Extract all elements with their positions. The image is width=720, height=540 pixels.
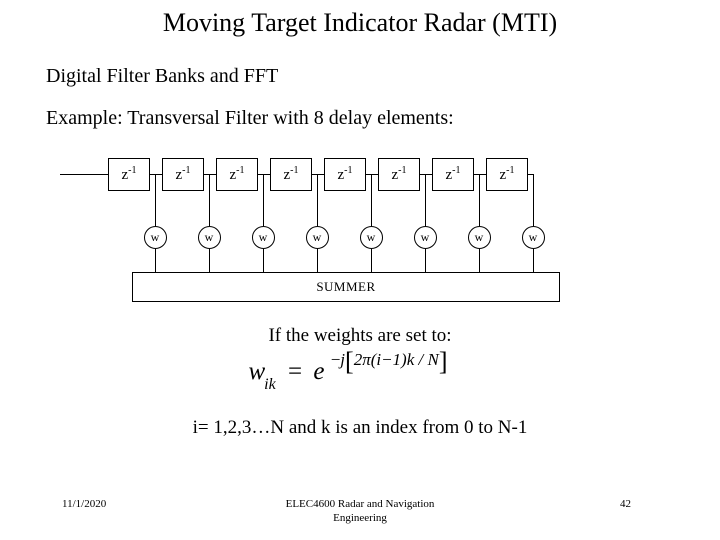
weight-multiplier-6: w <box>413 225 437 249</box>
equation-inner: wik = e −j[2π(i−1)k / N] <box>248 348 448 393</box>
delay-element-label: z-1 <box>229 165 245 184</box>
summer-block: SUMMER <box>132 272 560 302</box>
delay-element-6: z-1 <box>378 158 420 191</box>
tap-connector-6 <box>420 174 425 175</box>
tap-drop-line-2 <box>209 174 210 226</box>
tap-drop-line-7 <box>479 174 480 226</box>
tap-connector-4 <box>312 174 317 175</box>
weight-equation: wik = e −j[2π(i−1)k / N] <box>0 348 720 393</box>
tap-connector-5 <box>366 174 371 175</box>
signal-path-segment-2 <box>209 174 216 175</box>
tap-drop-line-8 <box>533 174 534 226</box>
equation-exp-body: 2π(i−1)k / N <box>353 349 439 369</box>
footer-course-line1: ELEC4600 Radar and Navigation <box>285 498 435 510</box>
delay-element-label: z-1 <box>337 165 353 184</box>
weights-intro-text: If the weights are set to: <box>268 325 452 346</box>
delay-element-label: z-1 <box>499 165 515 184</box>
weight-to-summer-line-1 <box>155 248 156 272</box>
footer-course-line2: Engineering <box>333 512 387 524</box>
tap-connector-2 <box>204 174 209 175</box>
tap-drop-line-6 <box>425 174 426 226</box>
signal-path-segment-6 <box>425 174 432 175</box>
delay-element-exponent: -1 <box>452 165 461 176</box>
equation-base: e <box>313 358 325 385</box>
weight-multiplier-1: w <box>143 225 167 249</box>
weight-to-summer-line-3 <box>263 248 264 272</box>
index-description-text: i= 1,2,3…N and k is an index from 0 to N… <box>192 417 528 438</box>
subtitle-text: Digital Filter Banks and FFT <box>46 65 279 87</box>
equation-equals: = <box>287 358 303 385</box>
delay-element-label: z-1 <box>121 165 137 184</box>
page-title: Moving Target Indicator Radar (MTI) <box>162 8 558 37</box>
delay-element-exponent: -1 <box>236 165 245 176</box>
weight-multiplier-3: w <box>251 225 275 249</box>
delay-element-exponent: -1 <box>398 165 407 176</box>
delay-element-3: z-1 <box>216 158 258 191</box>
delay-element-label: z-1 <box>175 165 191 184</box>
delay-element-5: z-1 <box>324 158 366 191</box>
signal-path-segment-7 <box>479 174 486 175</box>
equation-exponent: −j[2π(i−1)k / N] <box>330 348 448 374</box>
delay-element-8: z-1 <box>486 158 528 191</box>
delay-element-7: z-1 <box>432 158 474 191</box>
weight-multiplier-8: w <box>521 225 545 249</box>
signal-path-segment-5 <box>371 174 378 175</box>
delay-element-1: z-1 <box>108 158 150 191</box>
tap-connector-8 <box>528 174 533 175</box>
signal-path-segment-4 <box>317 174 324 175</box>
equation-lhs-subscript: ik <box>264 376 276 393</box>
tap-drop-line-1 <box>155 174 156 226</box>
delay-element-exponent: -1 <box>182 165 191 176</box>
tap-drop-line-5 <box>371 174 372 226</box>
tap-connector-1 <box>150 174 155 175</box>
delay-element-label: z-1 <box>283 165 299 184</box>
weight-multiplier-2: w <box>197 225 221 249</box>
tap-connector-7 <box>474 174 479 175</box>
signal-path-segment-1 <box>155 174 162 175</box>
equation-exp-close-bracket: ] <box>438 346 448 376</box>
delay-element-label: z-1 <box>391 165 407 184</box>
weight-multiplier-5: w <box>359 225 383 249</box>
tap-connector-3 <box>258 174 263 175</box>
weight-to-summer-line-5 <box>371 248 372 272</box>
equation-exp-j: j <box>340 349 346 369</box>
equation-lhs: wik <box>248 358 276 393</box>
weight-multiplier-4: w <box>305 225 329 249</box>
weight-to-summer-line-2 <box>209 248 210 272</box>
weight-to-summer-line-7 <box>479 248 480 272</box>
delay-element-4: z-1 <box>270 158 312 191</box>
weight-to-summer-line-6 <box>425 248 426 272</box>
signal-path-segment-3 <box>263 174 270 175</box>
tap-drop-line-4 <box>317 174 318 226</box>
example-text: Example: Transversal Filter with 8 delay… <box>46 107 454 129</box>
weight-multiplier-7: w <box>467 225 491 249</box>
weight-to-summer-line-8 <box>533 248 534 272</box>
input-signal-line <box>60 174 108 175</box>
delay-element-exponent: -1 <box>128 165 137 176</box>
footer-center: ELEC4600 Radar and Navigation Engineerin… <box>180 497 540 525</box>
footer-date: 11/1/2020 <box>62 498 107 510</box>
equation-lhs-var: w <box>248 358 266 385</box>
equation-exp-open-bracket: [ <box>345 346 354 376</box>
delay-element-exponent: -1 <box>344 165 353 176</box>
delay-element-label: z-1 <box>445 165 461 184</box>
tap-drop-line-3 <box>263 174 264 226</box>
weight-to-summer-line-4 <box>317 248 318 272</box>
delay-element-exponent: -1 <box>290 165 299 176</box>
equation-exp-sign: − <box>330 349 341 369</box>
footer-page-number: 42 <box>620 498 631 510</box>
delay-element-exponent: -1 <box>506 165 515 176</box>
delay-element-2: z-1 <box>162 158 204 191</box>
